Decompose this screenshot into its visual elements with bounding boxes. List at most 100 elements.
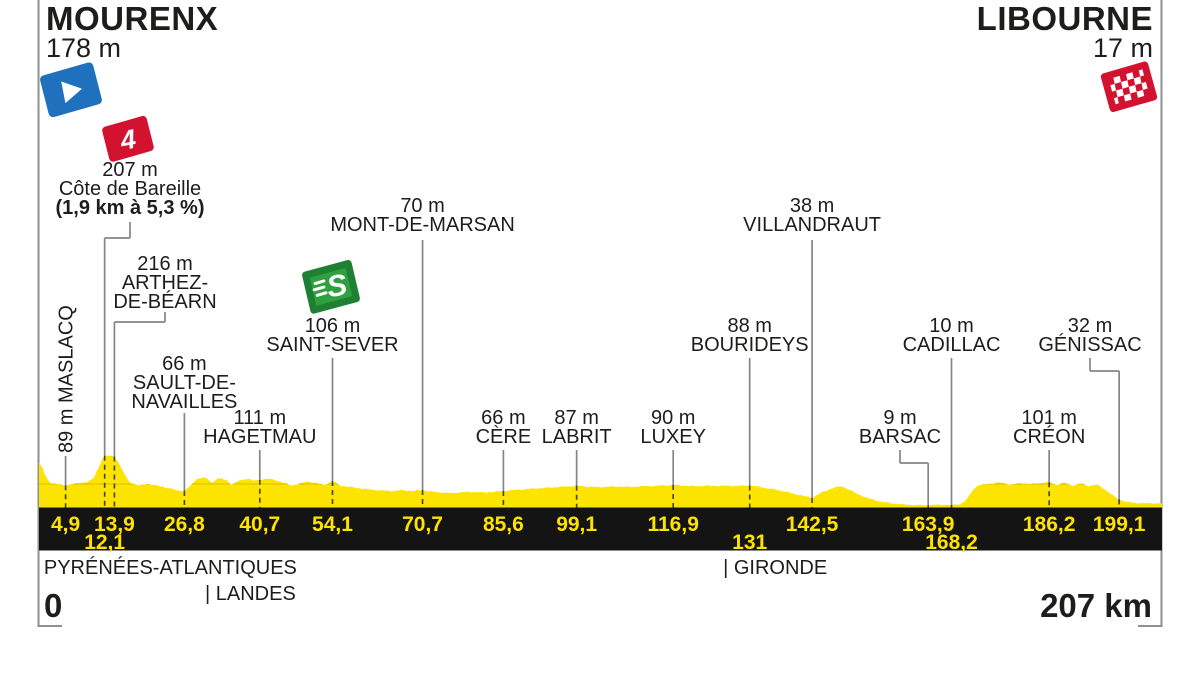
sprint-speed-lines	[312, 279, 328, 297]
km-tick-label: 168,2	[925, 531, 978, 554]
total-distance-label: 207 km	[1040, 587, 1152, 624]
km-tick-label: 13,9	[94, 513, 135, 536]
elevation-profile-area	[39, 455, 1162, 508]
department-labels: PYRÉNÉES-ATLANTIQUES| LANDES| GIRONDE	[44, 556, 827, 605]
checker-square	[1109, 90, 1118, 99]
department-label: PYRÉNÉES-ATLANTIQUES	[44, 556, 297, 579]
town-label: BOURIDEYS	[691, 334, 809, 356]
km-tick-label: 163,9	[902, 513, 955, 536]
town-label: SAULT-DE-	[133, 372, 236, 394]
checker-square	[1132, 69, 1141, 79]
climb-category-number: 4	[117, 124, 138, 156]
checker-square	[1142, 88, 1151, 97]
checker-square	[1135, 83, 1143, 92]
sprint-icon: S	[302, 259, 360, 314]
checker-square	[1119, 73, 1128, 83]
town-label: 10 m	[929, 315, 973, 337]
elevation-profile	[39, 455, 1162, 508]
km-tick-label: 142,5	[786, 513, 839, 536]
town-label: ARTHEZ-	[122, 272, 208, 294]
town-label: 101 m	[1021, 407, 1077, 429]
town-label: MONT-DE-MARSAN	[330, 214, 514, 236]
km-tick-label: 26,8	[164, 513, 205, 536]
town-label: 90 m	[651, 407, 695, 429]
start-town-name: MOURENX	[46, 0, 218, 37]
km-tick-label: 131	[732, 531, 767, 554]
km-tick-label: 85,6	[483, 513, 524, 536]
town-label: 38 m	[790, 195, 834, 217]
town-label: 207 m	[102, 159, 158, 181]
checker-square	[1140, 74, 1148, 84]
town-label: 106 m	[305, 315, 361, 337]
town-label: DE-BÉARN	[113, 290, 216, 313]
town-label: (1,9 km à 5,3 %)	[56, 197, 205, 219]
distance-bar	[39, 507, 1162, 551]
start-flag-icon	[40, 62, 102, 118]
town-label-vertical: 89 m MASLACQ	[56, 305, 78, 453]
town-label: 111 m	[233, 407, 286, 429]
km-tick-label: 186,2	[1023, 513, 1076, 536]
town-label: VILLANDRAUT	[743, 214, 881, 236]
department-label: | GIRONDE	[723, 557, 827, 579]
checker-square	[1117, 95, 1126, 104]
km-tick-label: 116,9	[647, 513, 698, 536]
checker-square	[1130, 91, 1138, 101]
town-label: NAVAILLES	[131, 391, 237, 413]
town-label: 9 m	[883, 407, 916, 429]
town-label: 88 m	[727, 315, 771, 337]
header: MOURENX 178 m LIBOURNE 17 m	[46, 0, 1153, 63]
town-label: CADILLAC	[903, 334, 1001, 356]
town-label: 32 m	[1068, 315, 1112, 337]
town-label: GÉNISSAC	[1038, 333, 1141, 356]
town-label: CÈRE	[476, 425, 532, 448]
start-km-label: 0	[44, 587, 62, 624]
finish-town-name: LIBOURNE	[977, 0, 1153, 37]
town-label: SAINT-SEVER	[266, 334, 398, 356]
climb-category-badge-icon: 4	[102, 115, 154, 162]
town-label: Côte de Bareille	[59, 178, 201, 200]
town-label: LABRIT	[542, 426, 612, 448]
town-label: CRÉON	[1013, 425, 1085, 448]
town-label: 66 m	[162, 353, 206, 375]
finish-town-elevation: 17 m	[1093, 33, 1153, 63]
checker-square	[1106, 77, 1115, 86]
km-tick-label: 54,1	[312, 513, 353, 536]
town-label: 70 m	[400, 195, 444, 217]
checker-square	[1122, 86, 1131, 96]
town-label: BARSAC	[859, 426, 941, 448]
route-marker: 89 m MASLACQ	[56, 305, 78, 508]
km-tick-label: 4,9	[51, 513, 80, 536]
km-tick-label: 199,1	[1093, 513, 1146, 536]
start-town-elevation: 178 m	[46, 33, 121, 63]
town-label: 66 m	[481, 407, 525, 429]
town-label: LUXEY	[640, 426, 706, 448]
finish-flag-icon	[1100, 61, 1158, 113]
town-label: 87 m	[554, 407, 598, 429]
town-label: HAGETMAU	[203, 426, 316, 448]
km-tick-label: 70,7	[402, 513, 443, 536]
checker-square	[1127, 78, 1136, 87]
km-tick-label: 12,1	[84, 531, 125, 554]
town-label: 216 m	[137, 253, 193, 275]
finish-flag-checkers	[1106, 69, 1151, 104]
km-tick-label: 99,1	[556, 513, 597, 536]
